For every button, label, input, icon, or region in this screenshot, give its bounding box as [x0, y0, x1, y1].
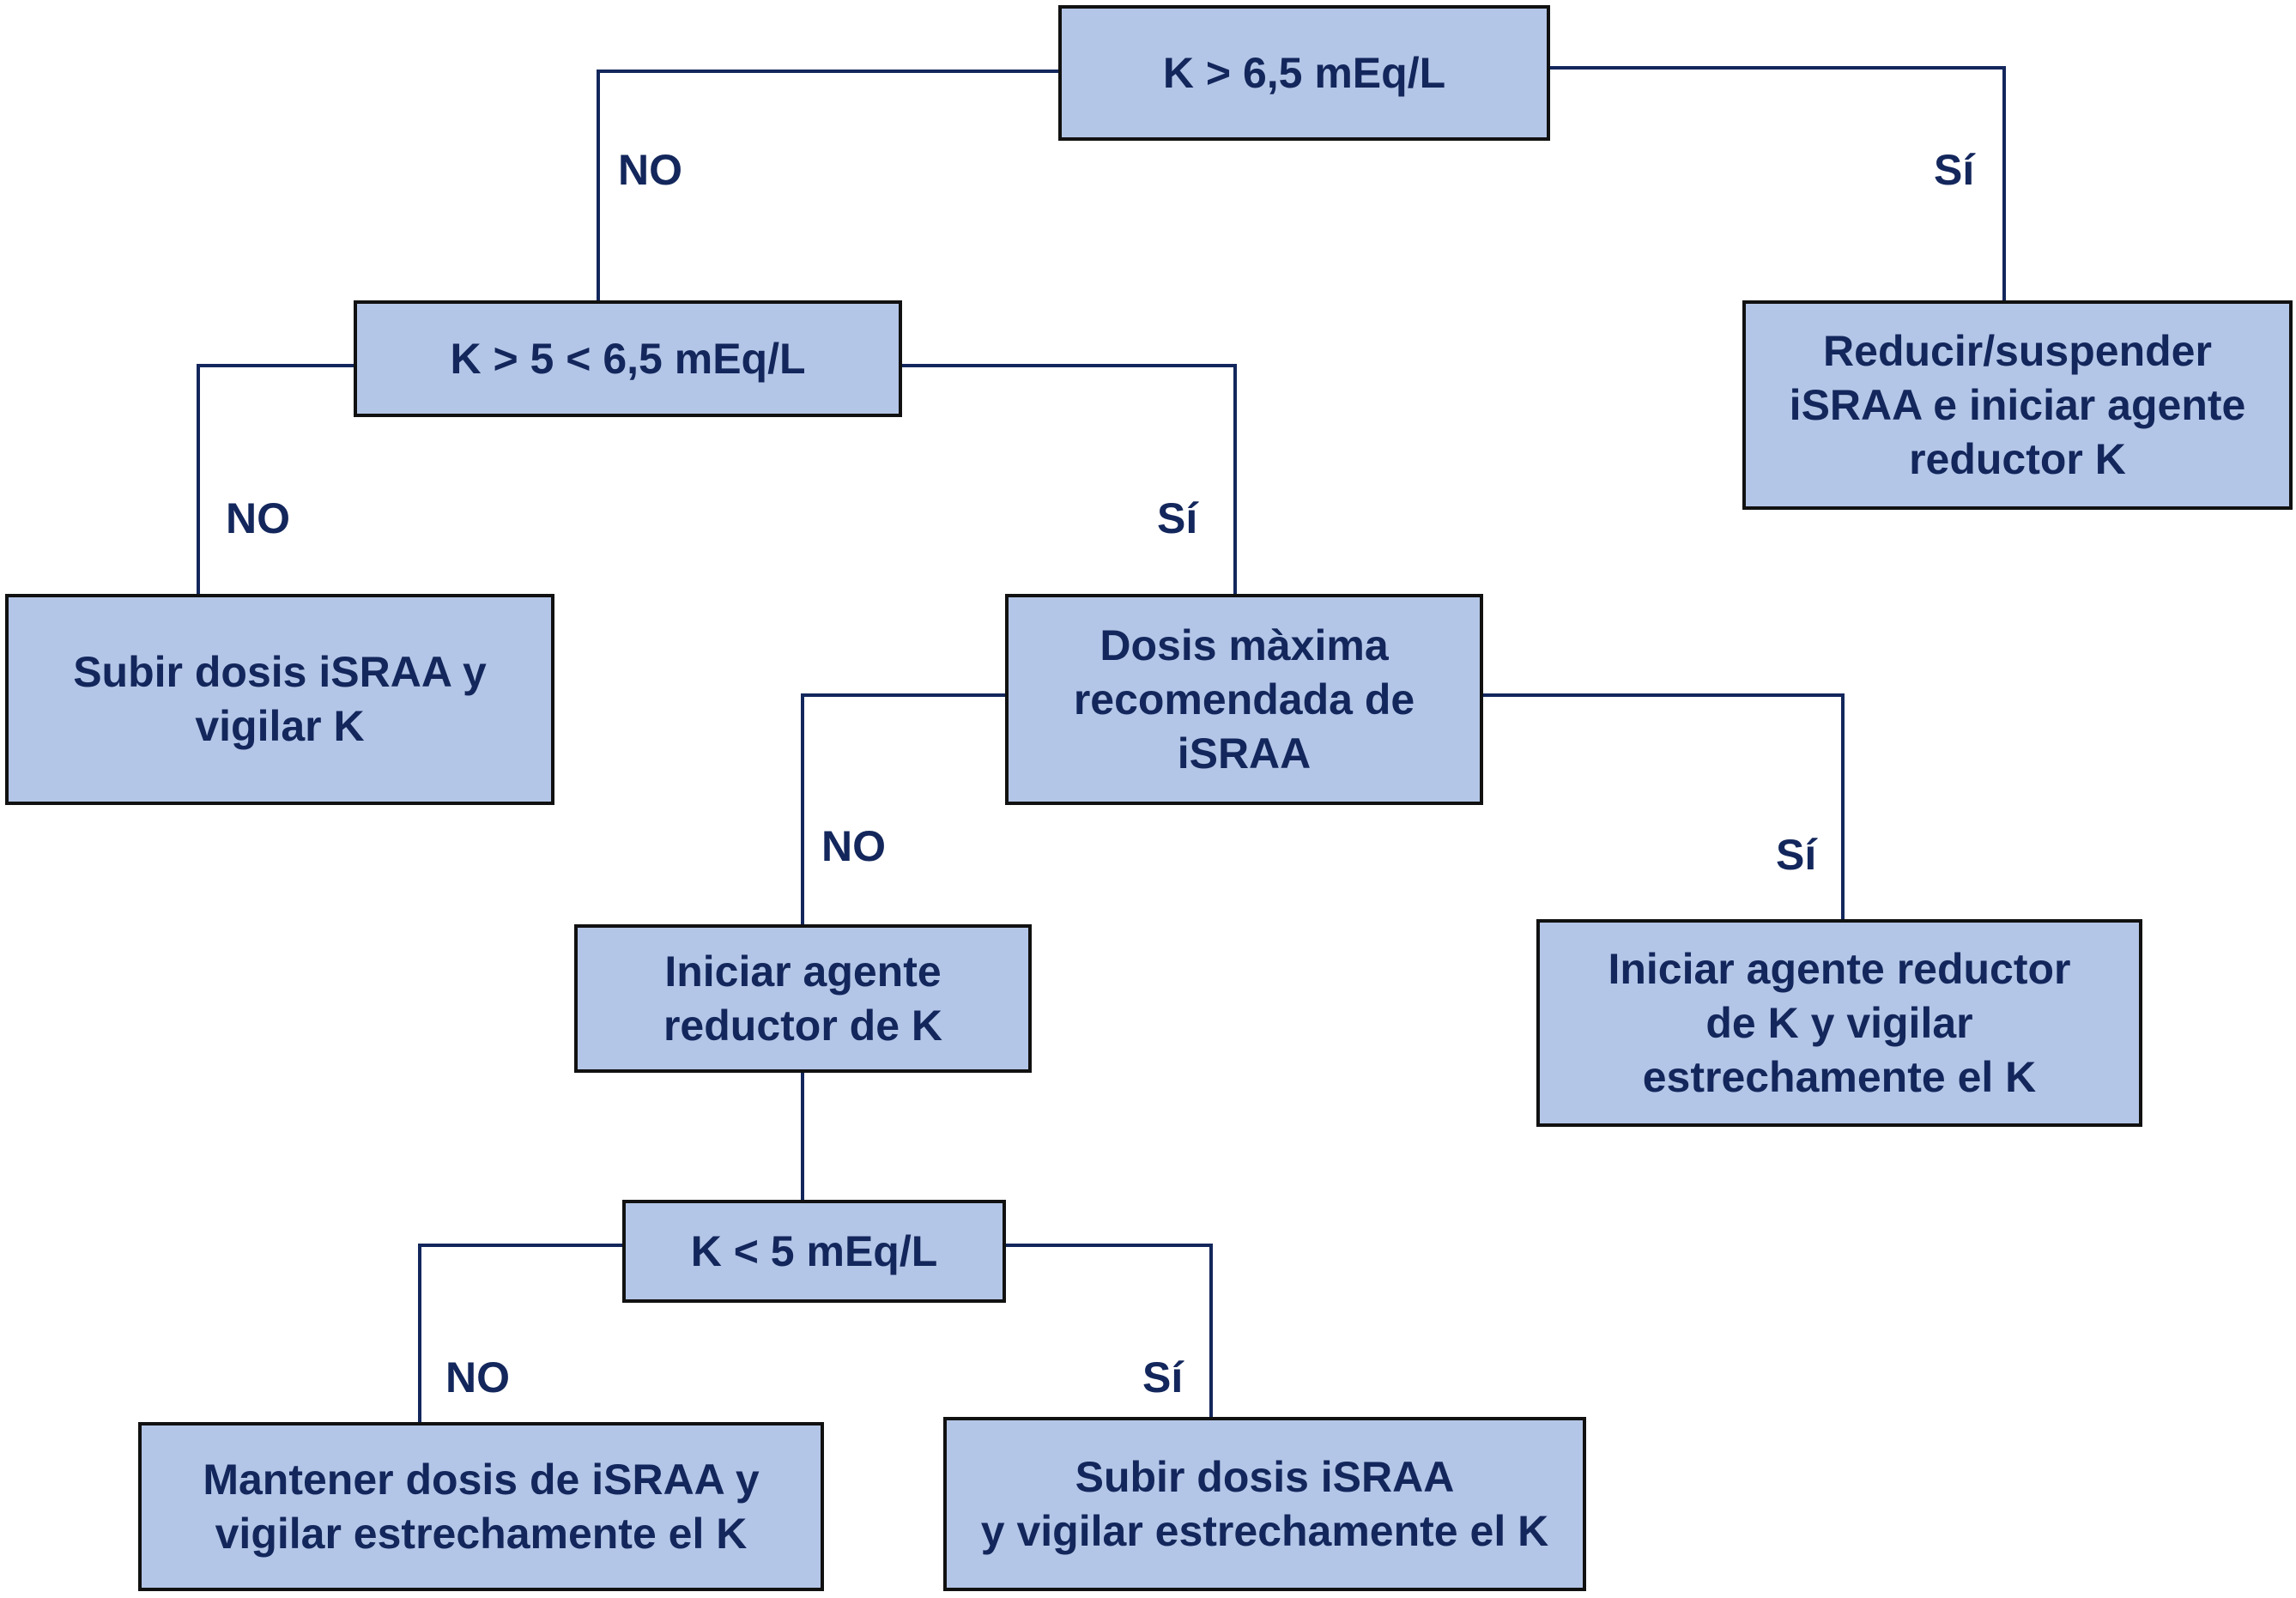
connector-q1-si [1548, 66, 2006, 302]
branch-label-si: Sí [1934, 146, 1975, 194]
action-maintain-dose-monitor: Mantener dosis de iSRAA y vigilar estrec… [138, 1422, 824, 1591]
connector-q2-si [900, 364, 1237, 596]
connector-q3-no [801, 693, 1007, 926]
action-start-reducing-agent: Iniciar agente reductor de K [574, 924, 1032, 1073]
branch-label-si: Sí [1776, 831, 1817, 879]
connector-q1-no [597, 70, 1060, 302]
branch-label-no: NO [821, 822, 886, 870]
connector-q4-si [1004, 1244, 1213, 1419]
question-max-recommended-dose: Dosis màxima recomendada de iSRAA [1005, 594, 1483, 805]
question-k-above-6-5: K > 6,5 mEq/L [1058, 5, 1550, 141]
action-raise-dose-close-monitoring: Subir dosis iSRAA y vigilar estrechament… [943, 1417, 1586, 1591]
branch-label-no: NO [445, 1353, 510, 1401]
connector-q4-no [418, 1244, 624, 1424]
action-reduce-suspend-israa: Reducir/suspender iSRAA e iniciar agente… [1742, 300, 2293, 510]
branch-label-si: Sí [1157, 494, 1198, 542]
question-k-below-5: K < 5 mEq/L [622, 1200, 1006, 1303]
branch-label-no: NO [226, 494, 290, 542]
question-k-between-5-and-6-5: K > 5 < 6,5 mEq/L [354, 300, 902, 417]
action-start-agent-close-monitoring: Iniciar agente reductor de K y vigilar e… [1536, 919, 2142, 1127]
connector-q3-si [1481, 693, 1845, 921]
connector-q2-no [197, 364, 355, 596]
action-raise-dose-monitor-k: Subir dosis iSRAA y vigilar K [5, 594, 554, 805]
branch-label-si: Sí [1142, 1353, 1184, 1401]
branch-label-no: NO [618, 146, 682, 194]
